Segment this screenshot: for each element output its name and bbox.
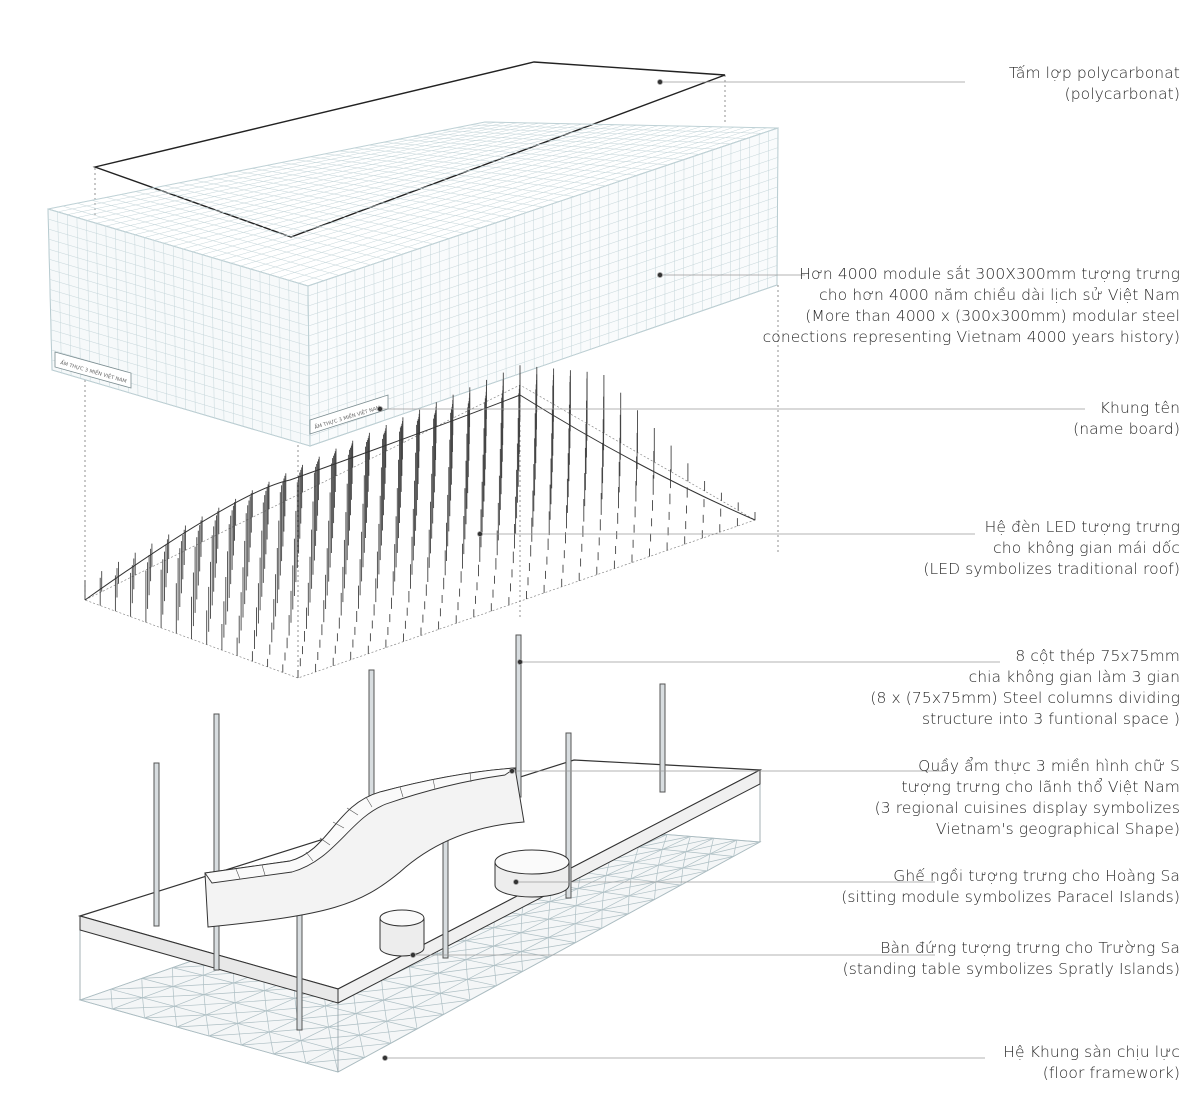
steel-column — [565, 732, 572, 899]
annotation-line: Tấm lợp polycarbonat — [1008, 64, 1180, 82]
annotation-line: Hệ đèn LED tượng trưng — [984, 518, 1180, 536]
annotation-line: (sitting module symbolizes Paracel Islan… — [841, 888, 1180, 906]
steel-columns — [153, 634, 666, 1031]
annotation-line: (floor framework) — [1042, 1064, 1180, 1082]
annotation-line: (LED symbolizes traditional roof) — [923, 560, 1180, 578]
annotation-line: 8 cột thép 75x75mm — [1015, 647, 1180, 665]
annotation-floor-frame: Hệ Khung sàn chịu lực (floor framework) — [1003, 1042, 1180, 1084]
annotation-line: (8 x (75x75mm) Steel columns dividing — [870, 689, 1180, 707]
annotation-led-system: Hệ đèn LED tượng trưng cho không gian má… — [923, 517, 1180, 580]
annotation-food-counter: Quầy ẩm thực 3 miền hình chữ S tượng trư… — [875, 756, 1180, 840]
annotation-line: structure into 3 funtional space ) — [921, 710, 1180, 728]
annotation-line: Bàn đứng tượng trưng cho Trường Sa — [880, 939, 1180, 957]
annotation-line: cho hơn 4000 năm chiều dài lịch sử Việt … — [819, 286, 1180, 304]
annotation-line: (More than 4000 x (300x300mm) modular st… — [805, 307, 1180, 325]
leader-lines — [377, 79, 1085, 1061]
sitting-module — [494, 849, 570, 898]
steel-column — [153, 762, 160, 927]
steel-column — [213, 713, 220, 971]
annotation-line: Vietnam's geographical Shape) — [935, 820, 1180, 838]
annotation-line: (name board) — [1073, 420, 1180, 438]
annotation-steel-modules: Hơn 4000 module sắt 300X300mm tượng trưn… — [763, 264, 1180, 348]
annotation-roof: Tấm lợp polycarbonat (polycarbonat) — [1009, 63, 1180, 105]
annotation-line: conections representing Vietnam 4000 yea… — [762, 328, 1180, 346]
steel-column — [659, 683, 666, 793]
alignment-guides — [84, 75, 779, 680]
annotation-line: (standing table symbolizes Spratly Islan… — [842, 960, 1180, 978]
annotation-seating: Ghế ngồi tượng trưng cho Hoàng Sa (sitti… — [841, 866, 1180, 908]
polycarbonate-roof-panel — [92, 61, 726, 238]
annotation-line: (polycarbonat) — [1064, 85, 1180, 103]
annotation-steel-columns: 8 cột thép 75x75mm chia không gian làm 3… — [870, 646, 1180, 730]
annotation-line: cho không gian mái dốc — [993, 539, 1180, 557]
annotation-line: Khung tên — [1099, 399, 1180, 417]
s-shaped-food-counter — [204, 767, 525, 928]
annotation-line: Ghế ngồi tượng trưng cho Hoàng Sa — [893, 867, 1180, 885]
steel-module-box: ẨM THỰC 3 MIỀN VIỆT NAM ẨM THỰC 3 MIỀN V… — [47, 121, 779, 447]
standing-table — [379, 909, 425, 957]
annotation-line: Hệ Khung sàn chịu lực — [1003, 1043, 1180, 1061]
annotation-name-board: Khung tên (name board) — [1073, 398, 1180, 440]
annotation-line: (3 regional cuisines display symbolizes — [874, 799, 1180, 817]
led-roof-system — [84, 365, 756, 679]
annotation-standing-table: Bàn đứng tượng trưng cho Trường Sa (stan… — [843, 938, 1180, 980]
annotation-line: Quầy ẩm thực 3 miền hình chữ S — [918, 757, 1180, 775]
annotation-line: chia không gian làm 3 gian — [968, 668, 1180, 686]
annotation-line: Hơn 4000 module sắt 300X300mm tượng trưn… — [799, 265, 1180, 283]
annotation-line: tượng trưng cho lãnh thổ Việt Nam — [901, 778, 1180, 796]
